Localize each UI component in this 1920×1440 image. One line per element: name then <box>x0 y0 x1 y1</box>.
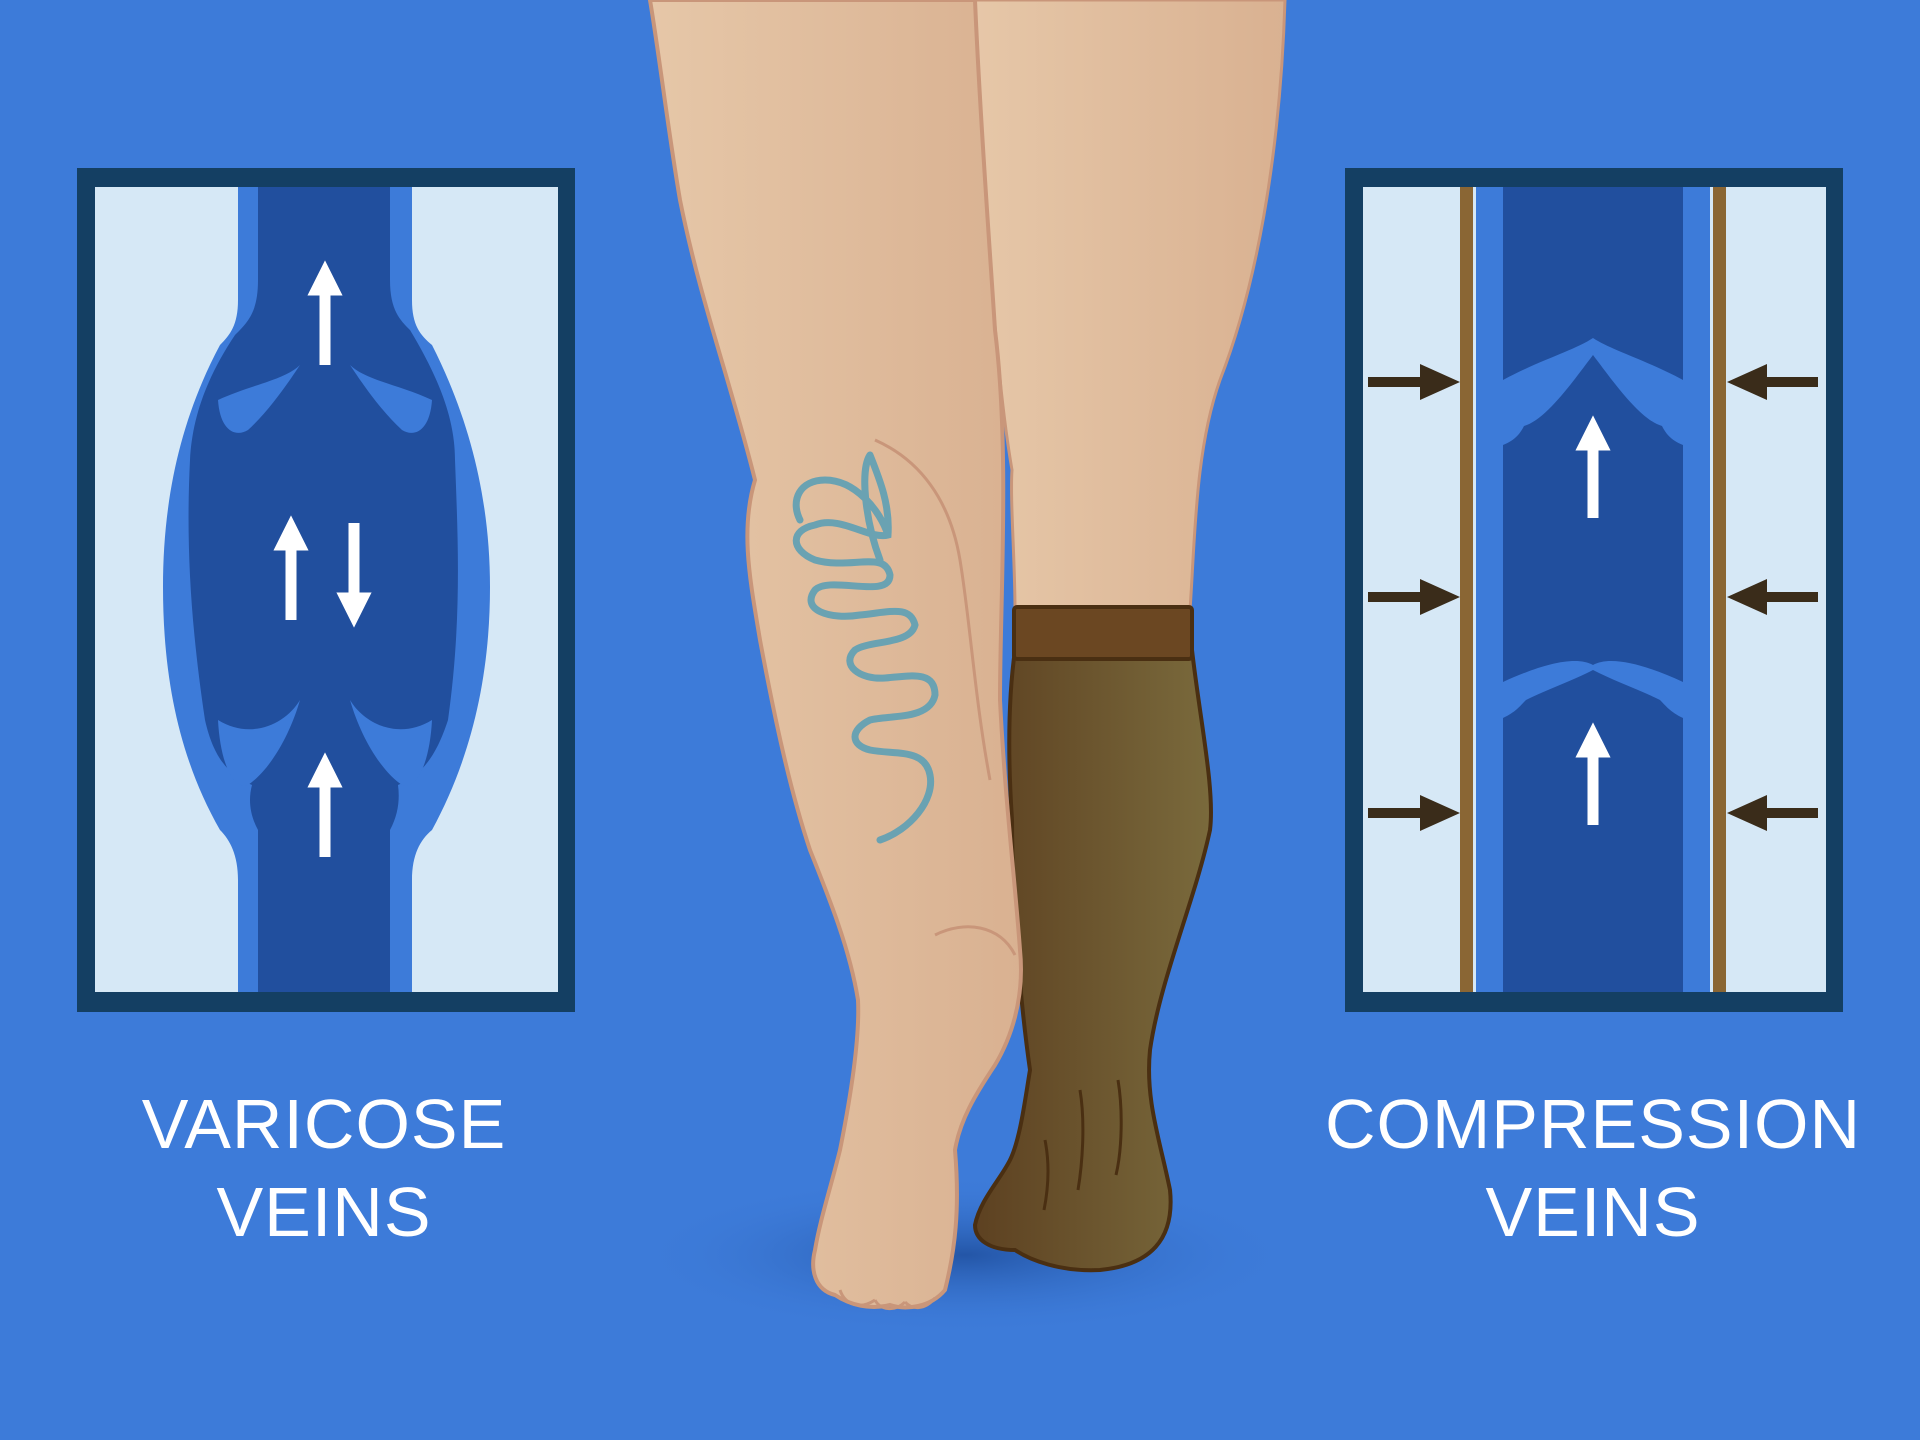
varicose-leg <box>647 0 1023 1310</box>
compression-veins-caption: COMPRESSION VEINS <box>1293 1080 1893 1256</box>
lower-valve-right <box>350 700 432 786</box>
upper-valve-right <box>350 365 432 433</box>
upper-valve-closed <box>1503 338 1683 445</box>
lower-valve-left <box>218 700 300 786</box>
varicose-veins-caption: VARICOSE VEINS <box>24 1080 624 1256</box>
compression-line-right <box>1713 187 1726 992</box>
compression-vein-panel <box>1345 168 1843 1012</box>
legs-illustration <box>635 0 1295 1335</box>
compression-line-left <box>1460 187 1473 992</box>
pressure-arrows-right <box>1727 364 1818 831</box>
varicose-vein-panel <box>77 168 575 1012</box>
pressure-arrows-left <box>1368 364 1460 831</box>
stocking-top-band <box>1012 605 1194 661</box>
bare-leg <box>647 0 1023 1310</box>
varicose-caption-line1: VARICOSE <box>141 1085 507 1163</box>
floor-shadow <box>635 1175 1295 1335</box>
varicose-caption-line2: VEINS <box>216 1173 432 1251</box>
lower-valve-closed <box>1503 661 1683 718</box>
compression-caption-line1: COMPRESSION <box>1324 1085 1862 1163</box>
compressed-vein-lumen <box>1503 187 1683 992</box>
compression-caption-line2: VEINS <box>1485 1173 1701 1251</box>
varicose-vein-squiggle <box>792 451 939 844</box>
upper-valve-left <box>218 365 300 433</box>
